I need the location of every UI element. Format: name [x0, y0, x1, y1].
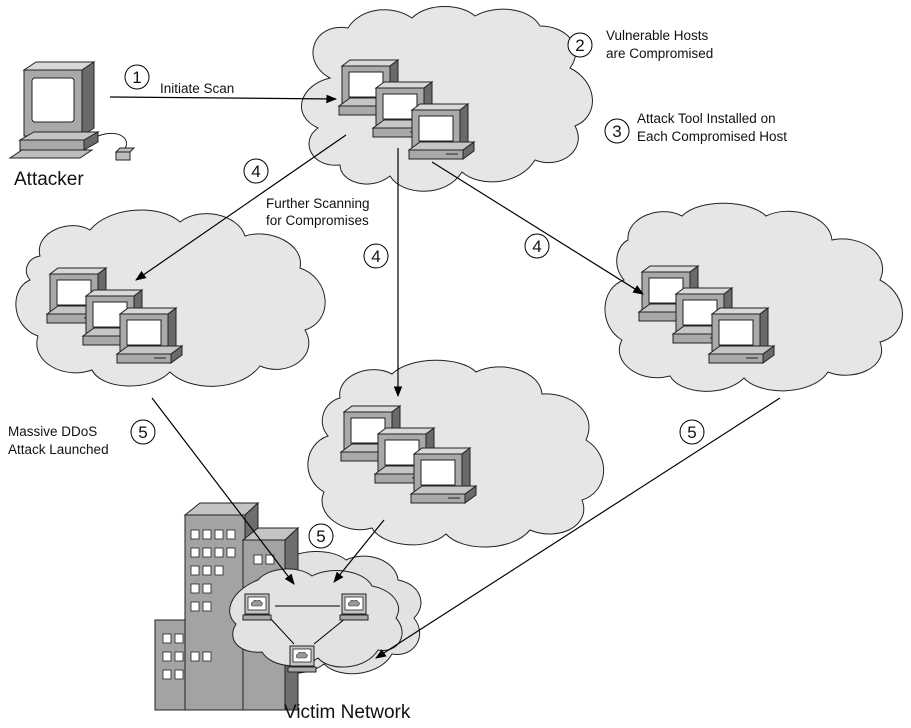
- top-cloud: [300, 6, 593, 192]
- right-cloud: [604, 202, 903, 392]
- step-1-circle: [124, 64, 150, 90]
- further-scanning-label-2: for Compromises: [266, 213, 369, 228]
- victim-network-label: Victim Network: [284, 702, 411, 723]
- step-5-number-bottom: 5: [316, 527, 325, 546]
- step-4-number-left: 4: [251, 162, 260, 181]
- ddos-label-2: Attack Launched: [8, 442, 109, 457]
- step-3-number: 3: [612, 122, 621, 141]
- victim-network: [242, 593, 369, 673]
- step-5-number-left: 5: [138, 423, 147, 442]
- vulnerable-hosts-label-1: Vulnerable Hosts: [606, 28, 709, 43]
- step-3-circle: [604, 118, 630, 144]
- attack-tool-label-1: Attack Tool Installed on: [637, 111, 776, 126]
- attacker-computer: [8, 61, 136, 161]
- step-5-circle-left: [130, 419, 156, 445]
- arrow-attack-right: [375, 397, 781, 659]
- further-scanning-label-1: Further Scanning: [266, 196, 370, 211]
- arrow-attack-left: [151, 397, 295, 585]
- victim-host-left: [242, 593, 272, 621]
- step-5-circle-bottom: [308, 523, 334, 549]
- arrow-attack-bottom: [333, 519, 385, 583]
- vulnerable-hosts-label-2: are Compromised: [606, 46, 713, 61]
- step-2-number: 2: [575, 36, 584, 55]
- arrow-scan-left: [135, 134, 347, 281]
- step-5-number-right: 5: [687, 423, 696, 442]
- step-4-number-right: 4: [532, 237, 541, 256]
- step-4-circle-right: [524, 233, 550, 259]
- step-4-number-middle: 4: [371, 247, 380, 266]
- step-1-number: 1: [132, 68, 141, 87]
- ddos-label-1: Massive DDoS: [8, 424, 97, 439]
- step-5-circle-right: [679, 419, 705, 445]
- attack-tool-label-2: Each Compromised Host: [637, 129, 787, 144]
- step-4-circle-middle: [363, 243, 389, 269]
- step-4-circle-left: [243, 158, 269, 184]
- victim-host-bottom: [287, 645, 317, 673]
- attacker-label: Attacker: [14, 169, 84, 190]
- initiate-scan-label: Initiate Scan: [160, 81, 234, 96]
- arrow-initiate-scan: [109, 94, 338, 104]
- step-2-circle: [567, 32, 593, 58]
- victim-host-right: [339, 593, 369, 621]
- arrow-scan-right: [431, 161, 644, 295]
